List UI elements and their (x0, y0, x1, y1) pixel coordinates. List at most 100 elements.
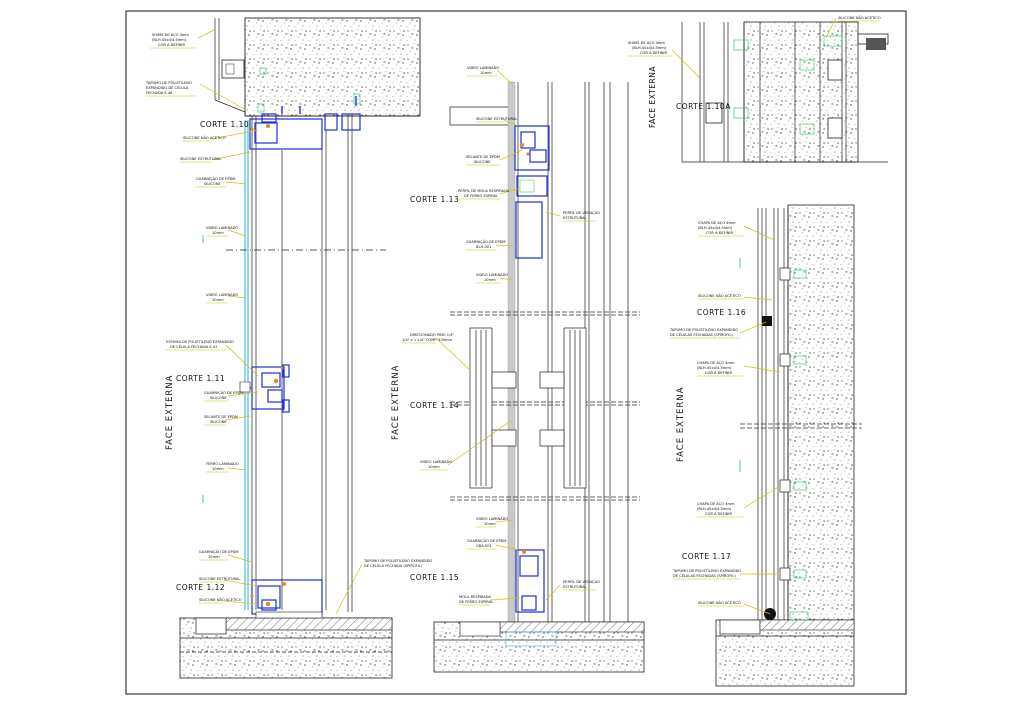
leader-line (825, 17, 837, 39)
note-right-17: DE CÉLULAS FECHADAS (SPIROFIL) (673, 573, 736, 578)
note-left-14: ESPUMA DE POLIETILENO EXPANDIDO (166, 340, 234, 344)
note-left-6: SILICONE NÃO ACÉTICO (183, 135, 226, 140)
note-left-25: SILICONE NÃO ACÉTICO (199, 597, 242, 602)
leader-line (545, 584, 561, 601)
detail-middle (433, 81, 645, 673)
leader-line (495, 544, 519, 551)
note-right-14: (BLH-45x4/4.5mm) (697, 507, 732, 511)
note-mid-4: SILICONE (474, 160, 491, 164)
note-mid-8: ESTRUTURAL (563, 216, 587, 220)
leader-line (495, 244, 517, 247)
note-left-19: SILICONE (210, 420, 227, 424)
leader-line (671, 49, 701, 79)
cut-label-1-10a: CORTE 1.10A (676, 102, 731, 111)
note-right-4: CHAPA DE AÇO 4mm (698, 221, 736, 225)
note-left-2: COR A DEFINIR (158, 43, 185, 47)
note-mid-22: DE FERRO ESPIRAL (459, 600, 493, 604)
note-mid-10: BLH-001 (476, 245, 491, 249)
leader-line (223, 579, 257, 587)
note-mid-21: MOLA RESPIRADA (459, 595, 491, 599)
leader-line (489, 597, 521, 601)
spider-fitting-left (469, 327, 517, 489)
note-mid-7: PERFIL DE VEDAÇÃO (563, 210, 600, 215)
leader-line (225, 181, 247, 185)
note-mid-20: GBA-001 (476, 544, 492, 548)
detail-right-bottom (715, 204, 862, 687)
note-left-18: SELANTE DE EPDM (204, 415, 238, 419)
leader-line (499, 187, 521, 195)
note-left-10: VIDRO LAMINADO (206, 226, 238, 230)
note-mid-14: 1/4" x 1 1/4" COMP. 300mm (402, 338, 453, 342)
note-mid-1: 10mm (480, 71, 492, 75)
detail-right-top (681, 21, 889, 163)
face-label-right: FACE EXTERNA (676, 387, 686, 462)
note-mid-23: PERFIL DE VEDAÇÃO (563, 579, 600, 584)
cut-label-1-11: CORTE 1.11 (176, 374, 225, 383)
note-right-9: DE CÉLULAS FECHADAS (SPIROFIL) (670, 332, 733, 337)
note-right-12: COR A DEFINIR (705, 371, 732, 375)
note-left-15: DE CÉLULA FECHADA E-47 (170, 344, 218, 349)
note-right-15: COR A DEFINIR (705, 512, 732, 516)
note-right-6: COR A DEFINIR (706, 231, 733, 235)
leader-line (225, 344, 259, 377)
leader-line (227, 391, 259, 397)
cut-label-1-17: CORTE 1.17 (682, 552, 731, 561)
note-right-1: SHIMS DE AÇO 4mm (628, 41, 665, 45)
note-right-2: (BLH-45x4/4.5mm) (632, 46, 667, 50)
note-mid-24: ESTRUTURAL (563, 585, 587, 589)
leader-line (499, 149, 523, 161)
note-right-10: CHAPA DE AÇO 4mm (697, 361, 735, 365)
leader-line (743, 225, 775, 241)
note-left-1: (BLH-45x4/4.5mm) (152, 38, 187, 42)
note-left-3: TAPUMO DE POLIETILENO (145, 81, 192, 85)
leader-line (499, 277, 513, 281)
notes-middle: VIDRO LAMINADO 10mm SILICONE ESTRUTURAL … (402, 66, 600, 604)
note-left-20: FERRO LAMINADO (206, 462, 239, 466)
note-left-22: GUARNIÇÃO DE EPDM (199, 549, 238, 554)
note-left-26: TAPUMO DE POLIETILENO EXPANDIDO (363, 559, 432, 563)
leader-line (225, 415, 251, 421)
note-left-7: SILICONE ESTRUTURAL (180, 157, 221, 161)
note-right-3: COR A DEFINIR (640, 51, 667, 55)
leader-line (545, 211, 561, 217)
note-mid-0: VIDRO LAMINADO (467, 66, 499, 70)
note-mid-18: 10mm (484, 522, 496, 526)
note-left-27: DE CÉLULA FECHADA (SPIROFIL) (364, 563, 423, 568)
note-left-4: EXPANDIDO DE CÉLULA (146, 85, 189, 90)
note-right-18: SILICONE NÃO ACÉTICO (698, 600, 741, 605)
leader-line (743, 365, 781, 373)
note-left-23: 10mm (208, 555, 220, 559)
leader-line (199, 83, 247, 111)
note-left-17: SILICONE (210, 396, 227, 400)
note-right-5: (BLH-45x4/4.5mm) (698, 226, 733, 230)
note-mid-13: DIRECIONADO PINO 1/4" (410, 333, 455, 337)
leader-line (335, 563, 363, 615)
note-mid-16: 10mm (428, 465, 440, 469)
leader-line (743, 485, 781, 509)
note-mid-11: VIDRO LAMINADO (476, 273, 508, 277)
cut-label-1-13: CORTE 1.13 (410, 195, 459, 204)
cut-label-1-12: CORTE 1.12 (176, 583, 225, 592)
note-right-8: TAPUMO DE POLIETILENO EXPANDIDO (669, 328, 738, 332)
note-mid-17: VIDRO LAMINADO (476, 517, 508, 521)
leader-line (495, 519, 515, 523)
leader-line (197, 29, 215, 39)
notes-left: SHIMS DE AÇO 4mm (BLH-45x4/4.5mm) COR A … (145, 33, 432, 602)
sheet-border (125, 10, 907, 695)
laminated-glass-middle (507, 81, 516, 623)
leader-lines (146, 17, 880, 615)
note-left-21: 10mm (212, 467, 224, 471)
note-mid-2: SILICONE ESTRUTURAL (476, 117, 517, 121)
note-left-5: FECHADA E-48 (146, 91, 173, 95)
note-right-0: SILICONE NÃO ACÉTICO (838, 15, 881, 20)
leader-line (211, 151, 251, 161)
cut-label-1-14: CORTE 1.14 (410, 401, 459, 410)
face-label-middle: FACE EXTERNA (391, 365, 401, 440)
note-right-13: CHAPA DE AÇO 4mm (697, 502, 735, 506)
leader-line (211, 129, 259, 140)
note-mid-9: GUARNIÇÃO DE EPDM (466, 239, 505, 244)
note-left-8: GUARNIÇÃO DE EPDM (196, 176, 235, 181)
note-mid-19: GUARNIÇÃO DE EPDM (467, 538, 506, 543)
